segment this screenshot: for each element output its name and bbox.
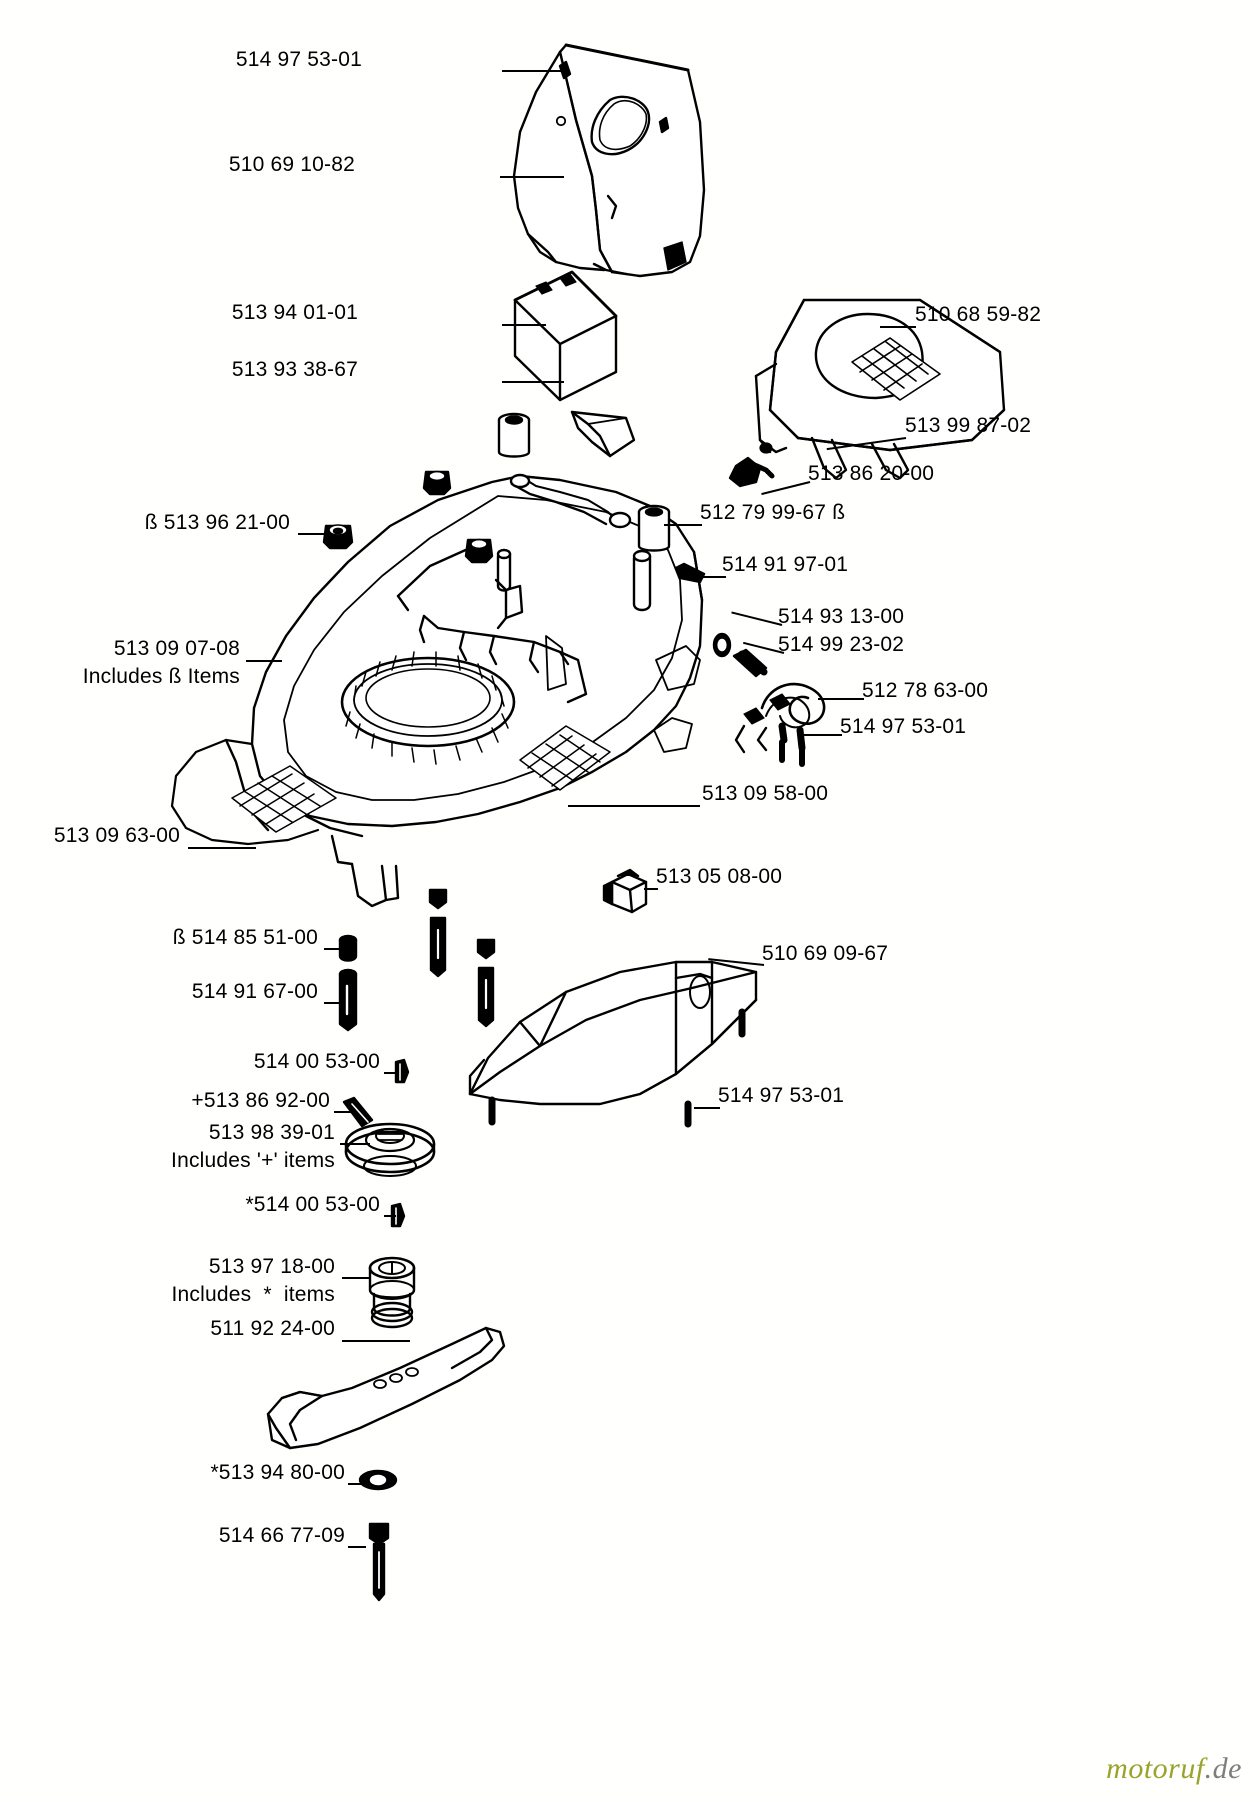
leader-line xyxy=(500,176,564,178)
label-512-79-99-67: 512 79 99-67 ß xyxy=(700,501,846,524)
part-bolts-center xyxy=(428,888,496,1028)
label-514-99-23-02: 514 99 23-02 xyxy=(778,633,905,656)
part-pulley-assembly xyxy=(344,1122,436,1177)
leader-line xyxy=(502,324,546,326)
label-513-09-63-00: 513 09 63-00 xyxy=(53,824,180,847)
leader-line xyxy=(348,1483,366,1485)
leader-line xyxy=(246,660,282,662)
leader-line xyxy=(664,524,702,526)
label-511-92-24-00: 511 92 24-00 xyxy=(210,1317,335,1340)
leader-line xyxy=(731,611,783,626)
label-514-91-67-00: 514 91 67-00 xyxy=(191,980,318,1003)
watermark-suffix: .de xyxy=(1204,1752,1242,1785)
leader-line xyxy=(298,533,332,535)
label-513-09-58-00: 513 09 58-00 xyxy=(702,782,829,805)
part-grommet xyxy=(322,524,354,550)
part-blade xyxy=(266,1326,506,1450)
leader-line xyxy=(334,1111,354,1113)
leader-line xyxy=(324,1002,344,1004)
label-513-97-18-00: 513 97 18-00 Includes * items xyxy=(171,1255,335,1306)
leader-line xyxy=(800,734,842,736)
leader-line xyxy=(568,805,700,807)
leader-line xyxy=(502,70,564,72)
label-514-00-53-00: 514 00 53-00 xyxy=(253,1050,380,1073)
part-washer-small xyxy=(712,632,732,658)
label-513-86-92-00: +513 86 92-00 xyxy=(191,1089,330,1112)
part-deck-latch xyxy=(602,868,648,914)
leader-line xyxy=(502,381,564,383)
part-spring-bracket xyxy=(734,682,826,767)
label-513-98-39-01: 513 98 39-01 Includes '+' items xyxy=(171,1121,335,1172)
leader-line xyxy=(188,847,256,849)
label-514-91-97-01: 514 91 97-01 xyxy=(722,553,849,576)
part-deflector-shield xyxy=(468,960,758,1128)
part-bolt-small xyxy=(732,648,768,678)
part-sleeve-spacer xyxy=(637,504,671,552)
part-wheel-bolt xyxy=(338,968,358,1032)
part-sleeve-spacer-upper xyxy=(497,412,531,458)
leader-line xyxy=(384,1072,398,1074)
leader-line xyxy=(384,1215,396,1217)
watermark: motoruf.de xyxy=(1106,1752,1242,1786)
label-513-96-21-00: ß 513 96 21-00 xyxy=(144,511,290,534)
leader-line xyxy=(826,437,907,451)
part-screw-deck xyxy=(674,562,706,584)
label-514-00-53-00-star: *514 00 53-00 xyxy=(245,1193,380,1216)
label-513-94-01-01: 513 94 01-01 xyxy=(231,301,358,324)
label-513-05-08-00: 513 05 08-00 xyxy=(656,865,783,888)
label-514-93-13-00: 514 93 13-00 xyxy=(778,605,905,628)
part-blade-adapter xyxy=(368,1256,416,1329)
leader-line xyxy=(340,1143,370,1145)
leader-line xyxy=(694,1107,720,1109)
part-battery-strap xyxy=(570,410,636,458)
leader-line xyxy=(880,326,916,328)
label-514-97-53-01-brkt: 514 97 53-01 xyxy=(840,715,967,738)
leader-line xyxy=(348,1546,366,1548)
leader-line xyxy=(700,576,726,578)
watermark-brand: motoruf xyxy=(1106,1752,1205,1785)
part-cable-clamp xyxy=(728,456,775,488)
label-514-66-77-09: 514 66 77-09 xyxy=(218,1524,345,1547)
label-510-68-59-82: 510 68 59-82 xyxy=(915,303,1042,326)
label-510-69-09-67: 510 69 09-67 xyxy=(762,942,889,965)
part-blade-bolt xyxy=(368,1522,390,1602)
leader-line xyxy=(324,948,344,950)
label-513-99-87-02: 513 99 87-02 xyxy=(905,414,1032,437)
label-514-97-53-01-top: 514 97 53-01 xyxy=(235,48,362,71)
leader-line xyxy=(644,888,658,890)
label-513-86-20-00: 513 86 20-00 xyxy=(808,462,935,485)
label-510-69-10-82: 510 69 10-82 xyxy=(228,153,355,176)
leader-line xyxy=(761,481,811,496)
part-blade-washer xyxy=(358,1469,398,1491)
leader-line xyxy=(342,1277,370,1279)
leader-line xyxy=(708,958,765,966)
label-513-93-38-67: 513 93 38-67 xyxy=(231,358,358,381)
part-key-woodruff xyxy=(394,1058,410,1084)
label-514-97-53-01-defl: 514 97 53-01 xyxy=(718,1084,845,1107)
label-513-09-07-08: 513 09 07-08 Includes ß Items xyxy=(82,637,240,688)
label-513-94-80-00: *513 94 80-00 xyxy=(210,1461,345,1484)
leader-line xyxy=(818,698,864,700)
label-512-78-63-00: 512 78 63-00 xyxy=(862,679,989,702)
part-deck-housing xyxy=(170,473,704,908)
label-514-85-51-00: ß 514 85 51-00 xyxy=(172,926,318,949)
leader-line xyxy=(342,1340,410,1342)
part-rear-cover xyxy=(512,43,706,278)
part-grommets-deck xyxy=(422,470,494,564)
